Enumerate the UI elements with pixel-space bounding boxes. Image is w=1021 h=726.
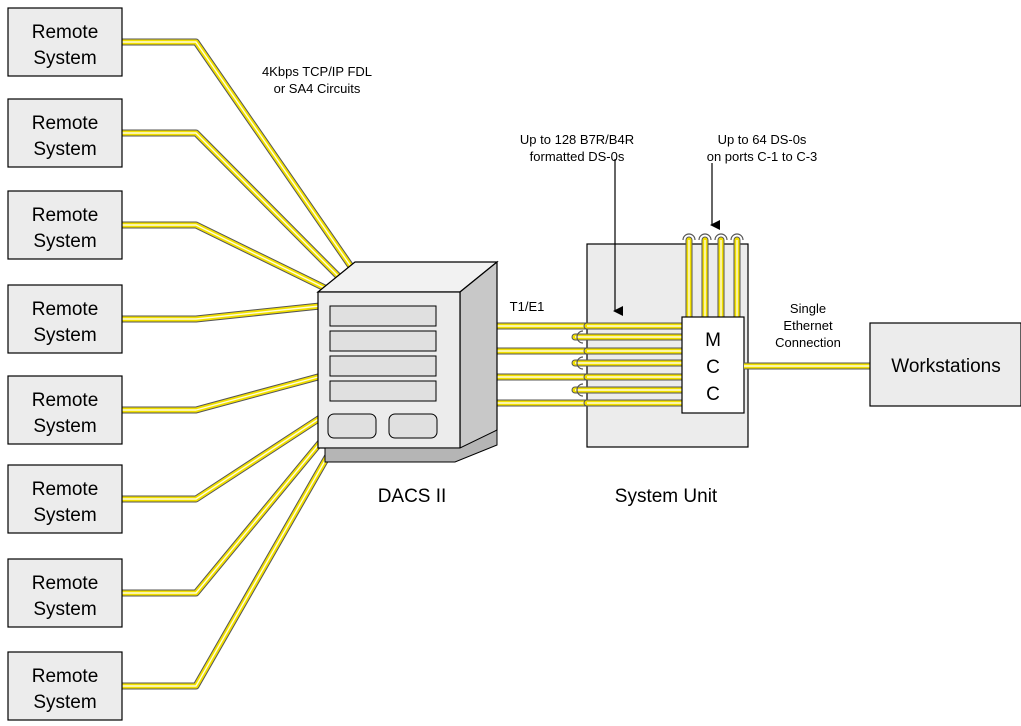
- remote-system-label-line1: Remote: [32, 113, 99, 134]
- remote-cable: [118, 129, 346, 284]
- ds0-label-line2: formatted DS-0s: [530, 149, 625, 164]
- remote-system-box: [7, 558, 123, 628]
- remote-system-label-line1: Remote: [32, 666, 99, 687]
- remote-system-box: [7, 464, 123, 534]
- remote-system-box: [7, 7, 123, 77]
- remote-system-label-line2: System: [33, 231, 96, 252]
- remote-system-label-line2: System: [33, 325, 96, 346]
- remote-system-box: [7, 284, 123, 354]
- system-unit-label: System Unit: [615, 486, 718, 507]
- remote-system-label-line2: System: [33, 692, 96, 713]
- remote-system-label-line2: System: [33, 505, 96, 526]
- remote-cable: [118, 448, 334, 690]
- remote-cable: [118, 302, 324, 323]
- remote-system-label-line1: Remote: [32, 205, 99, 226]
- remote-cable: [118, 221, 337, 296]
- fdl-label-line1: 4Kbps TCP/IP FDL: [262, 64, 372, 79]
- mcc-letter-m: M: [705, 330, 721, 351]
- remote-cables: [118, 38, 356, 690]
- system-unit-cables: [571, 322, 686, 407]
- remote-cable: [118, 434, 328, 597]
- remote-system-box: [7, 98, 123, 168]
- remote-system-label-line2: System: [33, 599, 96, 620]
- cable-loop: [576, 383, 584, 397]
- remote-system-label-line2: System: [33, 139, 96, 160]
- remote-cable: [118, 373, 322, 414]
- remote-systems: RemoteSystemRemoteSystemRemoteSystemRemo…: [7, 7, 123, 721]
- remote-system-label-line1: Remote: [32, 299, 99, 320]
- dacs-label: DACS II: [378, 486, 447, 507]
- ports-label-line1: Up to 64 DS-0s: [718, 132, 807, 147]
- remote-system-label-line1: Remote: [32, 479, 99, 500]
- cable-loop: [730, 233, 744, 241]
- remote-system-label-line1: Remote: [32, 390, 99, 411]
- t1e1-cables: [493, 322, 591, 407]
- cable-loop: [682, 233, 696, 241]
- cable-loop: [714, 233, 728, 241]
- ethernet-label-line2: Ethernet: [783, 318, 833, 333]
- cable-loop: [576, 356, 584, 370]
- mcc-port-cables: [682, 233, 744, 321]
- remote-system-label-line1: Remote: [32, 22, 99, 43]
- mcc-box: [681, 316, 745, 414]
- mcc-letter-c1: C: [706, 357, 720, 378]
- remote-system-label-line2: System: [33, 416, 96, 437]
- ds0-label-line1: Up to 128 B7R/B4R: [520, 132, 634, 147]
- dacs-cabinet: [316, 260, 499, 463]
- fdl-label-line2: or SA4 Circuits: [274, 81, 361, 96]
- remote-cable: [118, 414, 324, 503]
- remote-system-box: [7, 375, 123, 445]
- remote-system-box: [7, 651, 123, 721]
- remote-cable: [118, 38, 356, 272]
- ports-label-line2: on ports C-1 to C-3: [707, 149, 818, 164]
- ethernet-label-line1: Single: [790, 301, 826, 316]
- remote-system-box: [7, 190, 123, 260]
- t1e1-label: T1/E1: [510, 299, 545, 314]
- remote-system-label-line1: Remote: [32, 573, 99, 594]
- ethernet-label-line3: Connection: [775, 335, 841, 350]
- workstations-label: Workstations: [891, 356, 1000, 377]
- cable-loop: [576, 330, 584, 344]
- workstations-box: [869, 322, 1021, 407]
- mcc-letter-c2: C: [706, 384, 720, 405]
- remote-system-label-line2: System: [33, 48, 96, 69]
- cable-loop: [698, 233, 712, 241]
